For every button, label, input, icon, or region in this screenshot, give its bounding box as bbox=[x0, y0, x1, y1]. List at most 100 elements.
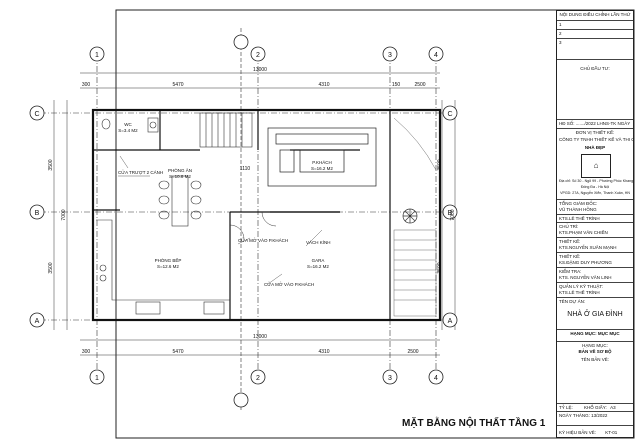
scale-label-text: TỶ LỆ: bbox=[559, 405, 573, 410]
director-sig: KTS.LÊ THẾ TRÌNH bbox=[557, 214, 633, 222]
room-kitchen: PHÒNG BẾP bbox=[155, 257, 182, 263]
item-value: BẢN VẼ SƠ BỘ bbox=[578, 349, 612, 354]
walls bbox=[91, 108, 442, 322]
revision-row-1: 1 bbox=[557, 20, 633, 29]
note-door-open-1: CỬA MỞ VÀO P.KHÁCH bbox=[238, 237, 288, 243]
grid-labels: 1 2 3 4 1 2 3 4 C B A C B A bbox=[34, 52, 452, 382]
scale-label: TỶ LỆ: KHỔ GIẤY: A3 bbox=[557, 403, 633, 411]
note-glass-wall: VÁCH KÍNH bbox=[306, 239, 331, 245]
dim-left-0: 3500 bbox=[48, 159, 54, 170]
note-door-open-2: CỬA MỞ VÀO P.KHÁCH bbox=[264, 281, 314, 287]
dim-left-1: 7000 bbox=[61, 209, 67, 220]
plant-icon bbox=[402, 208, 418, 224]
dim-top-4: 2500 bbox=[414, 82, 425, 88]
director: VŨ THÀNH HỒNG bbox=[559, 207, 597, 212]
room-living-area: S=16.2 M2 bbox=[311, 166, 333, 171]
grid-right-c: C bbox=[447, 111, 452, 118]
dimension-text: 13000 300 5470 4310 150 2500 13000 300 5… bbox=[82, 67, 426, 355]
sheet-label-row: KÝ HIỆU BẢN VẼ: KT-01 bbox=[557, 425, 633, 438]
drawing-frame bbox=[115, 9, 635, 439]
dim-bottom-total: 13000 bbox=[253, 334, 267, 340]
grid-bottom-3: 3 bbox=[388, 375, 392, 382]
dim-top-1: 5470 bbox=[172, 82, 183, 88]
dim-right-0: 3500 bbox=[437, 159, 443, 170]
sofa-icon bbox=[267, 127, 377, 187]
dim-right-2: 3500 bbox=[437, 262, 443, 273]
grid-left-a: A bbox=[35, 318, 40, 325]
project: NHÀ Ở GIA ĐÌNH bbox=[567, 311, 623, 318]
dimension-text-vertical: 3500 7000 3500 3500 7000 3500 bbox=[48, 159, 456, 273]
dim-top-2: 4310 bbox=[318, 82, 329, 88]
approver: KTS.LÊ THẾ TRÌNH bbox=[559, 290, 600, 295]
company-brand: NHÀ ĐẸP bbox=[584, 145, 606, 150]
design-label: THIẾT KẾ: bbox=[557, 237, 633, 244]
logo-icon: ⌂ bbox=[581, 154, 611, 178]
dim-left-2: 3500 bbox=[48, 262, 54, 273]
dim-top-total: 13000 bbox=[253, 67, 267, 73]
dim-right-1: 7000 bbox=[450, 209, 456, 220]
grid-left-c: C bbox=[34, 111, 39, 118]
structure: KS.ĐẶNG DUY PHƯƠNG bbox=[559, 260, 612, 265]
size-label: KHỔ GIẤY: bbox=[584, 405, 607, 410]
garage-ramp bbox=[393, 117, 437, 317]
sheet-no: KT-01 bbox=[605, 430, 618, 435]
annotation-leaders bbox=[118, 155, 323, 285]
doc-no: HĐ SỐ: ......./2022 LHNS-TK NGÀY bbox=[557, 119, 633, 128]
room-living: P.KHÁCH bbox=[312, 159, 331, 165]
approve-label: QUẢN LÝ KỸ THUẬT: bbox=[557, 282, 633, 289]
host-label: CHỦ TRÌ: bbox=[557, 222, 633, 229]
dim-bottom-1: 5470 bbox=[172, 349, 183, 355]
revision-row-2: 2 bbox=[557, 29, 633, 38]
item-label: HẠNG MỤC: bbox=[557, 341, 633, 348]
door-swings bbox=[229, 211, 340, 240]
grid-top-4: 4 bbox=[434, 52, 438, 59]
notes: CỬA TRƯỢT 2 CÁNH CỬA MỞ VÀO P.KHÁCH VÁCH… bbox=[118, 169, 331, 287]
table-icon bbox=[158, 175, 202, 227]
revision-header: NỘI DUNG ĐIỀU CHỈNH LẦN THỨ bbox=[559, 12, 631, 17]
sheet-label: KÝ HIỆU BẢN VẼ: bbox=[559, 430, 597, 435]
grid-bottom-4: 4 bbox=[434, 375, 438, 382]
item-header: HẠNG MỤC: MỤC MỤC bbox=[557, 329, 633, 337]
note-sliding-door: CỬA TRƯỢT 2 CÁNH bbox=[118, 169, 163, 175]
date-label: NGÀY THÁNG: 13/2022 bbox=[557, 411, 633, 419]
grid-lines bbox=[40, 28, 450, 410]
dim-bottom-0: 300 bbox=[82, 349, 91, 355]
structure-label: THIẾT KẾ: bbox=[557, 252, 633, 259]
grid-bottom-1: 1 bbox=[95, 375, 99, 382]
company-addr-2: Đống Đa - Hà Nội bbox=[580, 185, 610, 189]
designer: KTS.NGUYỄN XUÂN MẠNH bbox=[559, 245, 617, 250]
wc-fixtures bbox=[101, 117, 159, 133]
size-value: A3 bbox=[610, 405, 616, 410]
room-wc: WC bbox=[124, 122, 132, 127]
grid-top-3: 3 bbox=[388, 52, 392, 59]
grid-top-2: 2 bbox=[256, 52, 260, 59]
kitchen-counter bbox=[96, 219, 230, 315]
room-garage: GARA bbox=[312, 258, 325, 263]
host: KTS.PHẠM VĂN CHIẾN bbox=[559, 230, 608, 235]
checker: KTS. NGUYỄN VĂN LINH bbox=[559, 275, 612, 280]
room-labels: WC S=3.4 M2 PHÒNG ĂN S=10.8 M2 PHÒNG BẾP… bbox=[118, 122, 333, 269]
dim-top-3: 150 bbox=[392, 82, 401, 88]
grid-bubble-icon bbox=[29, 34, 458, 408]
director-label: TỔNG GIÁM ĐỐC: bbox=[557, 199, 633, 206]
design-unit-label: ĐƠN VỊ THIẾT KẾ: bbox=[557, 128, 633, 136]
grid-right-a: A bbox=[448, 318, 453, 325]
company: CÔNG TY TNHH THIẾT KẾ VÀ THI CÔNG bbox=[559, 137, 633, 142]
stair-icon bbox=[199, 112, 253, 148]
room-dining-area: S=10.8 M2 bbox=[169, 174, 191, 179]
room-kitchen-area: S=12.6 M2 bbox=[157, 264, 179, 269]
project-label: TÊN DỰ ÁN: bbox=[557, 297, 633, 305]
grid-top-1: 1 bbox=[95, 52, 99, 59]
company-addr-3: VPGD: 27A, Nguyễn Xiển, Thanh Xuân, HN bbox=[560, 191, 630, 195]
dim-bottom-3: 2500 bbox=[407, 349, 418, 355]
check-label: KIỂM TRA: bbox=[557, 267, 633, 274]
company-addr-1: Địa chỉ: Số 30 - Ngõ 99 - Phường Phúc Kh… bbox=[559, 179, 633, 183]
dim-bottom-2: 4310 bbox=[318, 349, 329, 355]
dim-top-0: 300 bbox=[82, 82, 91, 88]
revision-row-3: 3 bbox=[557, 38, 633, 47]
dim-small: 1110 bbox=[240, 166, 251, 172]
owner-label: CHỦ ĐẦU TƯ: bbox=[557, 59, 633, 79]
room-garage-area: S=16.2 M2 bbox=[307, 264, 329, 269]
drawing-value bbox=[557, 363, 633, 371]
